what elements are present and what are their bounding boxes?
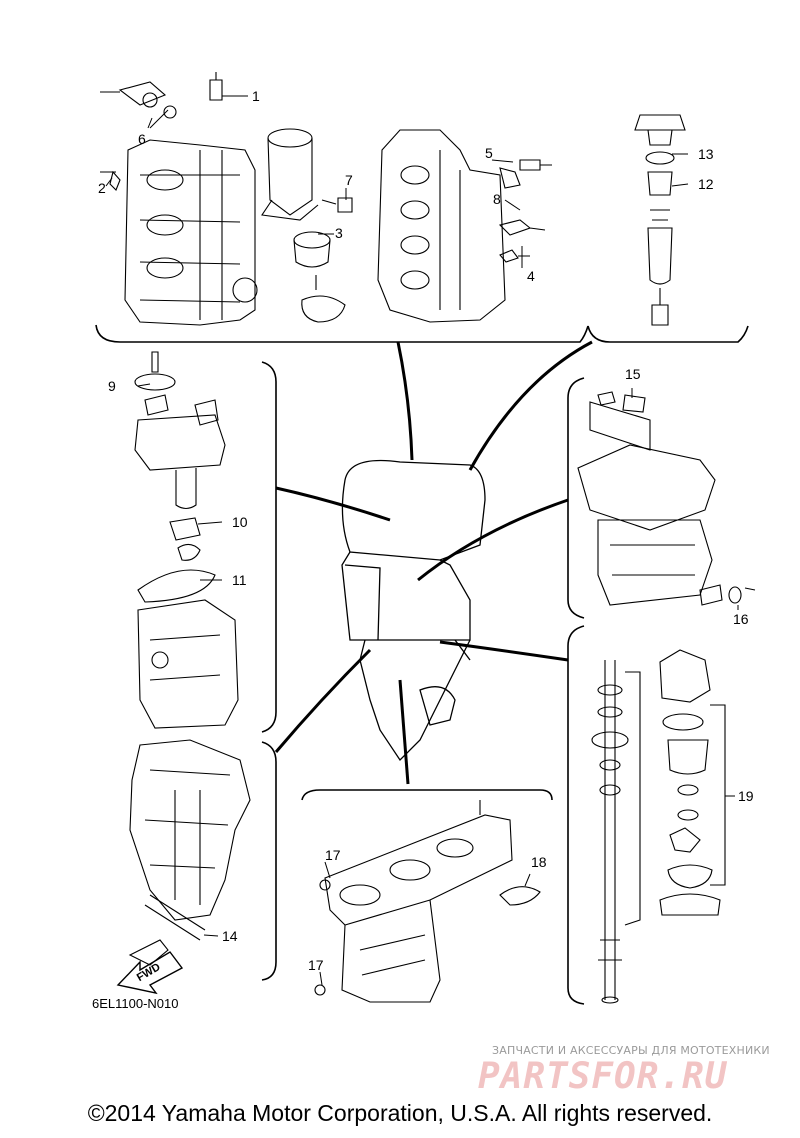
callout-14: 14 (222, 928, 238, 944)
top-right-bracket (587, 325, 749, 343)
leader-top (396, 341, 414, 461)
right-low-bracket (567, 625, 585, 1005)
callout-6: 6 (138, 131, 146, 147)
leader-top-right (468, 340, 593, 471)
callout-16: 16 (733, 611, 749, 627)
callout-12: 12 (698, 176, 714, 192)
callout-10: 10 (232, 514, 248, 530)
callout-19: 19 (738, 788, 754, 804)
lower-unit-drawing (314, 800, 541, 1003)
outboard-motor-outline (341, 459, 486, 762)
callout-numbers: 1 2 3 4 5 6 7 8 9 10 11 12 13 14 15 16 1… (98, 88, 754, 973)
watermark-tagline: ЗАПЧАСТИ И АКСЕССУАРЫ ДЛЯ МОТОТЕХНИКИ (492, 1044, 770, 1057)
left-low-bracket (261, 741, 277, 981)
fwd-arrow (116, 951, 184, 995)
callout-1: 1 (252, 88, 260, 104)
callout-13: 13 (698, 146, 714, 162)
fuel-filter-drawing (634, 114, 686, 326)
leader-right-low (439, 640, 569, 662)
copyright-notice: ©2014 Yamaha Motor Corporation, U.S.A. A… (87, 1100, 713, 1126)
vapor-separator-drawing (134, 351, 239, 729)
upper-casing-drawing (128, 739, 251, 966)
oil-pan-drawing (577, 391, 756, 606)
callout-3: 3 (335, 225, 343, 241)
callout-9: 9 (108, 378, 116, 394)
callout-17b: 17 (308, 957, 324, 973)
callout-leaders (105, 95, 739, 986)
top-left-bracket (95, 324, 589, 343)
callout-11: 11 (232, 572, 247, 588)
watermark-logo: PARTSFOR.RU (478, 1056, 728, 1097)
callout-18: 18 (531, 854, 547, 870)
callout-4: 4 (527, 268, 535, 284)
left-mid-bracket (261, 361, 277, 733)
callout-15: 15 (625, 366, 641, 382)
callout-7: 7 (345, 172, 353, 188)
callout-2: 2 (98, 180, 106, 196)
cylinder-head-drawing (377, 129, 552, 323)
cylinder-block-drawing (100, 72, 258, 326)
leader-right-mid (417, 498, 569, 582)
callout-5: 5 (485, 145, 493, 161)
callout-8: 8 (493, 191, 501, 207)
exhaust-guide-drawing (261, 128, 353, 323)
bottom-center-bracket (301, 789, 553, 801)
leader-left-low (274, 648, 372, 753)
right-mid-bracket (567, 377, 585, 619)
leader-left-mid (275, 486, 391, 522)
water-pump-drawing (591, 649, 726, 1004)
leader-bottom (398, 679, 410, 785)
reference-code: 6EL1100-N010 (92, 996, 179, 1011)
callout-17a: 17 (325, 847, 341, 863)
